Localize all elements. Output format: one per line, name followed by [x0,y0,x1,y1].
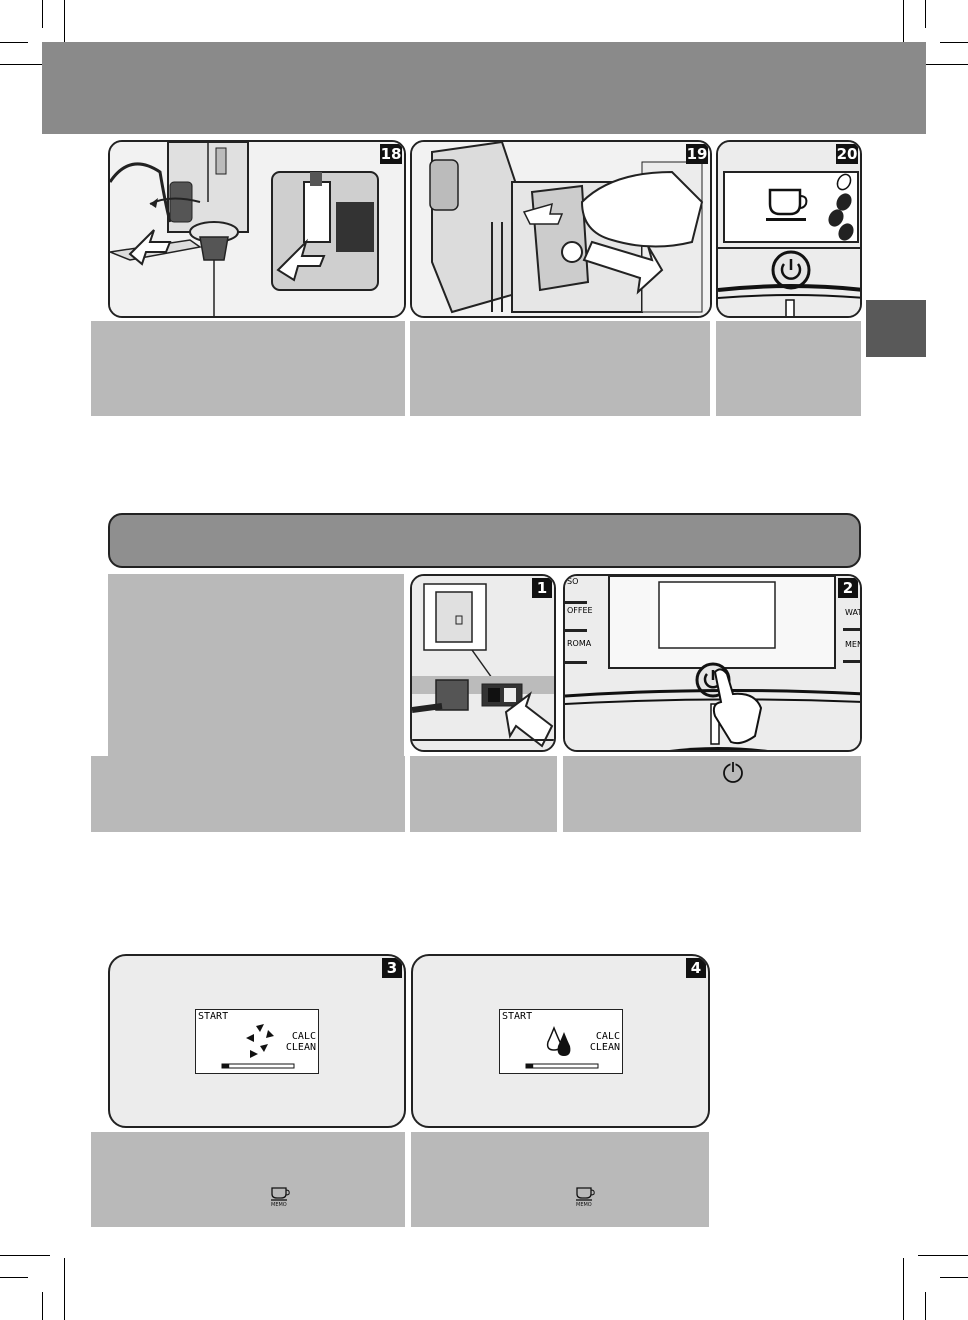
panel-step-2: SO OFFEE ROMA WAT MEN 2 [563,574,862,752]
panel-step-4: START CALC CLEAN 4 [411,954,710,1128]
crop-mark [0,1277,28,1278]
crop-mark [0,64,62,65]
intro-text-box [108,574,404,756]
panel-step-20: 20 [716,140,862,318]
panel-step-3: START CALC CLEAN 3 [108,954,406,1128]
press-power-button-illustration [565,576,860,750]
button-label-left: OFFEE [567,606,593,615]
memo-label: MEMO [576,1202,592,1208]
step-number: 1 [532,578,552,598]
caption-box-intro [91,756,405,832]
progress-bar-fill [222,1064,230,1068]
step-number: 4 [686,958,706,978]
button-label-right: WAT [845,608,862,617]
crop-mark [940,42,968,43]
crop-mark [0,1255,50,1256]
crop-mark [903,0,904,62]
display-line: CLEAN [589,1042,620,1053]
display-line: CALC [595,1031,620,1042]
hand-icon [712,668,763,745]
display-line: CALC [291,1031,316,1042]
caption-box-20 [716,321,861,416]
button-label-left: SO [567,577,579,586]
calc-clean-progress-graphic [221,1024,295,1069]
panel-step-1: 1 [410,574,556,752]
display-title: START [502,1011,533,1022]
caption-box-18 [91,321,405,416]
power-icon [771,250,811,290]
caption-box-4: MEMO [411,1132,709,1227]
button-label-right: MEN [845,640,862,649]
insert-brew-group-illustration [412,142,710,316]
display-title: START [198,1011,229,1022]
crop-mark [918,1255,968,1256]
brewing-unit-illustration [110,142,404,316]
step-number: 20 [836,144,858,164]
arrow-icon [246,1024,274,1058]
crop-mark [64,0,65,62]
memo-cup-icon [576,1187,595,1201]
crop-mark [903,1258,904,1320]
memo-cup-icon [271,1187,290,1201]
display-line: CLEAN [285,1042,316,1053]
lcd-display: START CALC CLEAN [195,1009,319,1074]
crop-mark [0,42,28,43]
progress-bar-fill [526,1064,534,1068]
crop-mark [940,1277,968,1278]
caption-box-1 [410,756,557,832]
header-band [42,42,926,134]
caption-box-19 [410,321,710,416]
button-label-left: ROMA [567,639,592,648]
crop-mark [925,1292,926,1320]
panel-step-18: 18 [108,140,406,318]
memo-label: MEMO [271,1202,287,1208]
step-number: 19 [686,144,708,164]
step-number: 18 [380,144,402,164]
lcd-display: START CALC CLEAN [499,1009,623,1074]
caption-box-3: MEMO [91,1132,405,1227]
crop-mark [64,1258,65,1320]
crop-mark [42,0,43,28]
coffee-bean-icon [828,173,854,241]
step-number: 3 [382,958,402,978]
crop-mark [906,64,968,65]
section-title-bar [108,513,861,568]
crop-mark [925,0,926,28]
crop-mark [42,1292,43,1320]
panel-step-19: 19 [410,140,712,318]
chapter-tab [866,300,926,357]
ready-display-illustration [718,142,860,316]
drop-icon [525,1025,599,1069]
caption-box-2 [563,756,861,832]
power-icon [723,761,743,783]
cup-icon [766,188,808,221]
step-number: 2 [838,578,858,598]
power-switch-illustration [412,576,554,750]
